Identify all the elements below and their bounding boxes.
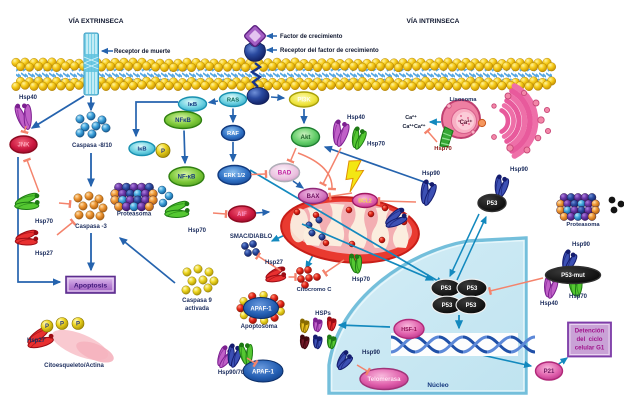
svg-text:HSPs: HSPs — [315, 311, 331, 317]
svg-text:Hsp90: Hsp90 — [422, 171, 441, 177]
svg-text:Hsp70: Hsp70 — [569, 294, 588, 300]
svg-text:Hsp27: Hsp27 — [265, 260, 284, 266]
svg-text:NF-κB: NF-κB — [178, 175, 196, 181]
svg-text:Hsp40: Hsp40 — [19, 95, 38, 101]
svg-text:Detención: Detención — [575, 328, 605, 335]
svg-text:P53: P53 — [467, 286, 478, 292]
svg-text:APAF-1: APAF-1 — [252, 369, 274, 376]
svg-text:Telomerasa: Telomerasa — [368, 377, 402, 383]
svg-text:del ciclo: del ciclo — [576, 336, 602, 343]
svg-text:Caspasa -8/10: Caspasa -8/10 — [72, 143, 113, 149]
svg-text:Receptor de muerte: Receptor de muerte — [114, 49, 171, 55]
svg-text:PI3K: PI3K — [297, 98, 311, 104]
svg-text:Ca²⁺: Ca²⁺ — [405, 115, 417, 121]
svg-text:Hsp70: Hsp70 — [35, 219, 54, 225]
svg-text:Hsp90: Hsp90 — [362, 350, 381, 356]
svg-text:P53: P53 — [441, 286, 452, 292]
svg-text:BAD: BAD — [278, 170, 292, 177]
svg-text:P53: P53 — [487, 201, 498, 207]
svg-text:Caspasa 9: Caspasa 9 — [182, 298, 212, 304]
svg-text:Hsp40: Hsp40 — [347, 115, 366, 121]
svg-text:Hsp90: Hsp90 — [510, 167, 529, 173]
svg-text:activada: activada — [185, 306, 210, 312]
svg-text:Apoptosis: Apoptosis — [74, 283, 107, 290]
svg-text:VÍA INTRINSECA: VÍA INTRINSECA — [407, 16, 460, 25]
svg-text:Hsp27: Hsp27 — [35, 251, 54, 257]
svg-text:Núcleo: Núcleo — [427, 382, 448, 389]
svg-text:P53: P53 — [442, 303, 453, 309]
svg-text:Citoesqueleto/Actina: Citoesqueleto/Actina — [44, 363, 104, 369]
svg-text:P53-mut: P53-mut — [561, 273, 585, 279]
svg-text:P: P — [45, 324, 49, 330]
svg-text:RAF: RAF — [227, 131, 239, 137]
svg-text:Hsp40: Hsp40 — [540, 301, 559, 307]
svg-text:JNK: JNK — [17, 143, 30, 149]
svg-text:Receptor del factor de crecimi: Receptor del factor de crecimiento — [280, 48, 379, 54]
svg-text:ERK 1/2: ERK 1/2 — [224, 173, 245, 179]
svg-text:Hsp90: Hsp90 — [572, 242, 591, 248]
svg-text:Hsp70: Hsp70 — [434, 146, 451, 152]
svg-text:Hsp70: Hsp70 — [352, 277, 371, 283]
svg-text:NFκB: NFκB — [175, 118, 191, 124]
svg-text:APAF-1: APAF-1 — [250, 307, 272, 313]
svg-text:IκB: IκB — [137, 147, 146, 153]
svg-text:Proteasoma: Proteasoma — [117, 212, 152, 218]
svg-text:Proteasoma: Proteasoma — [566, 222, 600, 228]
svg-text:P: P — [161, 149, 165, 155]
svg-text:Ca²⁺Ca²⁺: Ca²⁺Ca²⁺ — [402, 124, 425, 130]
svg-text:HSF-1: HSF-1 — [401, 327, 417, 333]
svg-text:Hsp70: Hsp70 — [188, 228, 207, 234]
svg-text:RAS: RAS — [227, 98, 239, 104]
svg-text:AIF: AIF — [237, 212, 247, 218]
svg-text:BCL2: BCL2 — [358, 199, 372, 205]
svg-text:Ca²⁺: Ca²⁺ — [460, 119, 473, 126]
svg-text:Citocromo C: Citocromo C — [297, 287, 333, 293]
svg-text:Caspasa -3: Caspasa -3 — [75, 224, 107, 230]
svg-text:Hsp27: Hsp27 — [27, 338, 46, 344]
svg-text:Apoptosoma: Apoptosoma — [241, 324, 278, 330]
svg-text:P: P — [60, 322, 64, 328]
svg-text:SMAC/DIABLO: SMAC/DIABLO — [230, 234, 273, 240]
svg-text:Hsp70: Hsp70 — [367, 142, 386, 148]
svg-text:P53: P53 — [466, 303, 477, 309]
svg-text:celular G1: celular G1 — [575, 345, 605, 352]
svg-text:Factor de crecimiento: Factor de crecimiento — [280, 34, 343, 40]
svg-text:VÍA EXTRINSECA: VÍA EXTRINSECA — [68, 16, 123, 25]
svg-text:Akt: Akt — [301, 134, 311, 141]
svg-text:BAX: BAX — [307, 194, 320, 200]
svg-text:Hsp90/70: Hsp90/70 — [218, 370, 245, 376]
svg-text:Lisosoma: Lisosoma — [449, 97, 477, 103]
svg-text:IκB: IκB — [188, 102, 197, 108]
svg-text:P21: P21 — [544, 369, 555, 375]
svg-text:P: P — [76, 322, 80, 328]
